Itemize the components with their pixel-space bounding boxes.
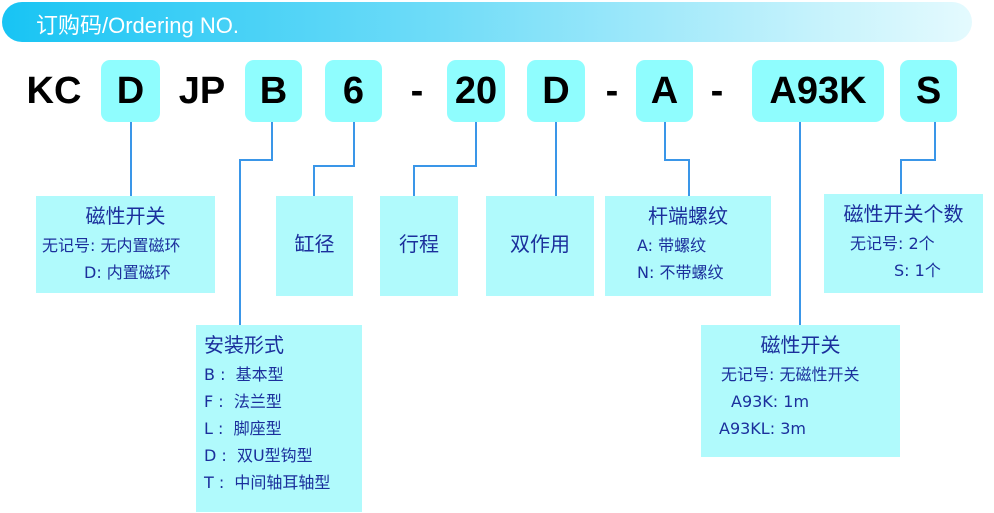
- connector: [799, 122, 801, 325]
- connector: [353, 122, 355, 166]
- box-line: T : 中间轴耳轴型: [204, 473, 331, 492]
- box-title: 安装形式: [204, 333, 284, 357]
- box-title: 杆端螺纹: [648, 204, 728, 228]
- code-count: S: [900, 60, 957, 122]
- box-title: 磁性开关: [85, 204, 166, 228]
- connector: [900, 159, 936, 161]
- mount-box: 安装形式 B : 基本型 F : 法兰型 L : 脚座型 D : 双U型钩型 T…: [196, 325, 362, 512]
- code-kc: KC: [26, 69, 82, 112]
- box-line: F : 法兰型: [204, 392, 282, 411]
- code-dash: -: [410, 69, 424, 112]
- box-line: N: 不带螺纹: [637, 263, 724, 282]
- connector: [664, 159, 690, 161]
- code-switch: A93K: [752, 60, 884, 122]
- box-title: 缸径: [294, 232, 335, 256]
- stroke-box: 行程: [380, 196, 458, 296]
- box-title: 磁性开关个数: [843, 202, 964, 226]
- connector: [555, 122, 557, 196]
- bore-box: 缸径: [276, 196, 353, 296]
- box-title: 磁性开关: [760, 333, 841, 357]
- box-line: D: 内置磁环: [84, 263, 171, 282]
- connector: [413, 165, 415, 196]
- connector: [313, 165, 315, 196]
- rod-box: 杆端螺纹 A: 带螺纹 N: 不带螺纹: [605, 196, 771, 296]
- connector: [688, 159, 690, 196]
- connector: [664, 122, 666, 160]
- code-stroke: 20: [447, 60, 505, 122]
- code-dash: -: [710, 69, 724, 112]
- connector: [475, 122, 477, 166]
- magnet-box: 磁性开关 无记号: 无内置磁环 D: 内置磁环: [36, 196, 215, 293]
- code-magnet: D: [101, 60, 160, 122]
- box-line: 无记号: 无内置磁环: [42, 236, 181, 255]
- box-line: B : 基本型: [204, 365, 284, 384]
- box-line: 无记号: 2个: [850, 234, 935, 253]
- action-box: 双作用: [486, 196, 594, 296]
- header-title: 订购码/Ordering NO.: [36, 13, 239, 38]
- code-jp: JP: [178, 69, 226, 112]
- connector: [239, 159, 241, 325]
- connector: [271, 122, 273, 160]
- code-rod: A: [636, 60, 693, 122]
- connector: [239, 159, 273, 161]
- code-mount: B: [245, 60, 302, 122]
- box-line: A93K: 1m: [731, 392, 810, 411]
- box-line: L : 脚座型: [204, 419, 282, 438]
- count-box: 磁性开关个数 无记号: 2个 S: 1个: [824, 194, 983, 293]
- connector: [130, 122, 132, 196]
- box-line: A: 带螺纹: [637, 236, 707, 255]
- code-bore: 6: [325, 60, 382, 122]
- box-title: 行程: [399, 232, 439, 256]
- box-line: A93KL: 3m: [719, 419, 806, 438]
- code-dash: -: [605, 69, 619, 112]
- connector: [900, 159, 902, 194]
- switch-box: 磁性开关 无记号: 无磁性开关 A93K: 1m A93KL: 3m: [701, 325, 900, 457]
- box-line: D : 双U型钩型: [204, 446, 313, 465]
- code-action: D: [527, 60, 585, 122]
- connector: [413, 165, 477, 167]
- box-line: 无记号: 无磁性开关: [721, 365, 860, 384]
- box-title: 双作用: [510, 232, 570, 256]
- connector: [313, 165, 355, 167]
- header-bar: 订购码/Ordering NO.: [2, 2, 972, 42]
- connector: [934, 122, 936, 160]
- box-line: S: 1个: [894, 261, 941, 280]
